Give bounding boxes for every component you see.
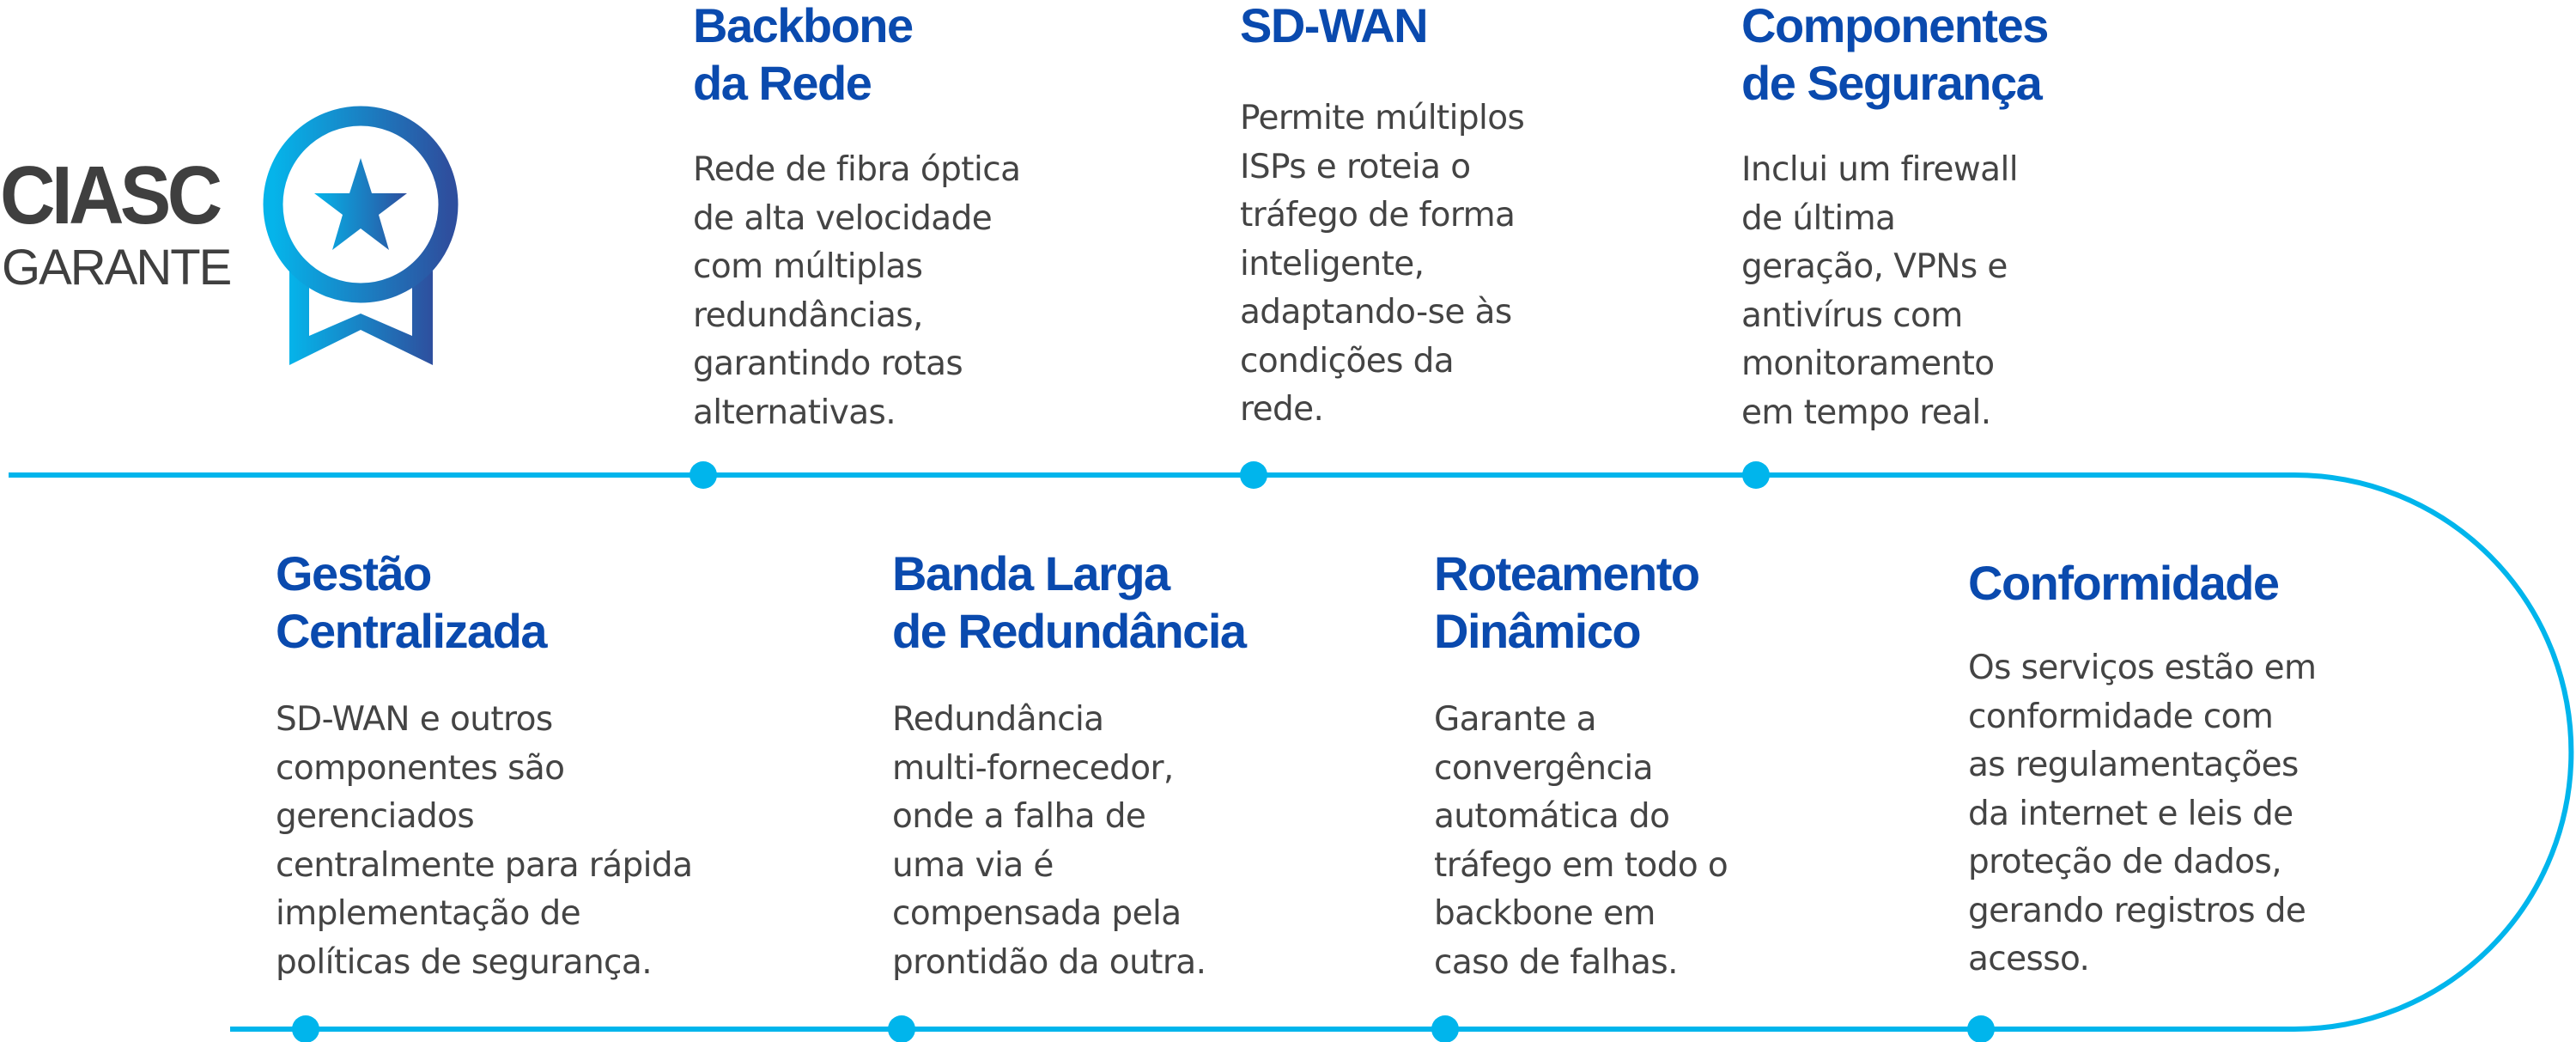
description-line: as regulamentações — [1968, 746, 2299, 784]
description-line: geração, VPNs e — [1741, 247, 2008, 286]
title-line: Backbone — [693, 0, 914, 52]
title-line: Componentes — [1741, 0, 2049, 52]
top_items-description: Inclui um firewall de última geração, VPNs… — [1741, 146, 2019, 437]
bottom_items-description: Os serviços estão em conformidade com as r… — [1968, 644, 2317, 984]
description-line: backbone em — [1434, 894, 1656, 933]
description-line: compensada pela — [892, 894, 1182, 933]
description-line: Os serviços estão em — [1968, 649, 2317, 687]
description-line: alternativas. — [693, 393, 896, 432]
title-line: de Segurança — [1741, 56, 2043, 110]
timeline-dots — [292, 461, 1995, 1042]
description-line: caso de falhas. — [1434, 942, 1678, 982]
title-line: Conformidade — [1968, 556, 2280, 610]
description-line: prontidão da outra. — [892, 942, 1206, 982]
timeline-dot — [1967, 1015, 1995, 1042]
description-line: rede. — [1240, 390, 1324, 429]
description-line: multi-fornecedor, — [892, 748, 1174, 788]
description-line: Inclui um firewall — [1741, 150, 2019, 189]
title-line: de Redundância — [892, 604, 1247, 658]
timeline-dot — [292, 1015, 319, 1042]
description-line: conformidade com — [1968, 697, 2274, 736]
award-ribbon-star-icon — [263, 106, 459, 365]
top_items-title: SD-WAN — [1240, 0, 1429, 54]
description-line: de última — [1741, 198, 1896, 238]
description-line: tráfego de forma — [1240, 196, 1516, 235]
description-line: com múltiplas — [693, 247, 923, 286]
title-line: SD-WAN — [1240, 0, 1429, 52]
title-line: Banda Larga — [892, 546, 1170, 600]
description-line: antivírus com — [1741, 296, 1963, 335]
title-line: da Rede — [693, 56, 872, 110]
title-line: Roteamento — [1434, 546, 1700, 600]
description-line: em tempo real. — [1741, 393, 1991, 432]
description-line: uma via é — [892, 845, 1054, 885]
description-line: componentes são — [276, 748, 565, 788]
description-line: condições da — [1240, 341, 1455, 381]
description-line: da internet e leis de — [1968, 794, 2293, 833]
description-line: SD-WAN e outros — [276, 700, 553, 739]
description-line: garantindo rotas — [693, 344, 963, 383]
timeline-dot — [1742, 461, 1770, 489]
description-line: Permite múltiplos — [1240, 99, 1525, 137]
description-line: gerenciados — [276, 797, 475, 836]
title-line: Centralizada — [276, 604, 548, 658]
description-line: acesso. — [1968, 940, 2090, 978]
description-line: políticas de segurança. — [276, 942, 653, 982]
bottom_items-description: Garante a convergência automática do tráfeg… — [1434, 696, 1728, 987]
timeline-path — [9, 472, 2574, 1032]
description-line: de alta velocidade — [693, 198, 993, 238]
timeline-dot — [1431, 1015, 1459, 1042]
description-line: Rede de fibra óptica — [693, 150, 1021, 189]
description-line: onde a falha de — [892, 797, 1146, 836]
bottom_items-description: Redundância multi-fornecedor, onde a falha… — [892, 696, 1206, 987]
description-line: tráfego em todo o — [1434, 845, 1728, 885]
description-line: ISPs e roteia o — [1240, 147, 1471, 186]
bottom_items-description: SD-WAN e outros componentes são gerenciado… — [276, 696, 693, 987]
description-line: centralmente para rápida — [276, 845, 693, 885]
timeline-dot — [888, 1015, 915, 1042]
description-line: adaptando-se às — [1240, 293, 1512, 332]
bottom_items-title: Conformidade — [1968, 554, 2280, 612]
timeline-dot — [690, 461, 717, 489]
timeline-dot — [1240, 461, 1267, 489]
description-line: redundâncias, — [693, 296, 923, 335]
logo-subtitle: GARANTE — [2, 240, 232, 296]
description-line: Redundância — [892, 700, 1104, 739]
description-line: convergência — [1434, 748, 1653, 788]
description-line: automática do — [1434, 797, 1670, 836]
logo-title: CIASC — [0, 149, 222, 241]
description-line: Garante a — [1434, 700, 1597, 739]
title-line: Dinâmico — [1434, 604, 1642, 658]
top_items-description: Rede de fibra óptica de alta velocidade co… — [693, 146, 1021, 437]
description-line: monitoramento — [1741, 344, 1995, 383]
description-line: inteligente, — [1240, 244, 1425, 283]
description-line: proteção de dados, — [1968, 843, 2282, 881]
title-line: Gestão — [276, 546, 432, 600]
description-line: implementação de — [276, 894, 581, 933]
description-line: gerando registros de — [1968, 891, 2306, 930]
